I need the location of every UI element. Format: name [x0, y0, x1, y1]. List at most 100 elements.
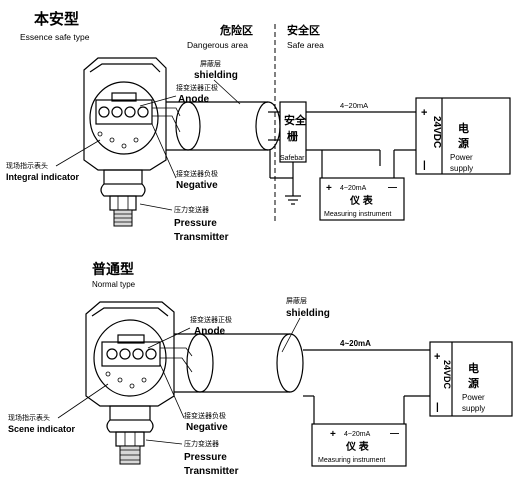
bottom-cable-end-left [186, 333, 214, 393]
top-transmitter [83, 57, 167, 227]
top-power-minus: | [423, 160, 426, 171]
top-meter-box [319, 177, 405, 221]
top-anode-cn: 接变送器正极 [176, 83, 218, 92]
top-anode-leader [139, 95, 177, 107]
bottom-negative-leader [159, 363, 185, 419]
bottom-anode-cn: 接变送器正极 [190, 315, 232, 324]
bottom-power-minus: | [436, 402, 439, 413]
top-screw-a [97, 131, 103, 137]
bottom-negative-cn: 接变送器负极 [184, 411, 226, 420]
top-title-cn: 本安型 [34, 10, 79, 28]
top-power-voltage: 24VDC [431, 116, 442, 148]
bottom-terminal-3 [132, 348, 144, 360]
danger-zone-en: Dangerous area [187, 40, 248, 50]
bottom-negative-en: Negative [186, 422, 228, 433]
bottom-meter-en: Measuring instrument [318, 457, 385, 464]
top-wire-pos [152, 107, 181, 117]
top-transmitter-neck [103, 169, 143, 185]
bottom-transmitter-leader [145, 439, 183, 445]
bottom-shield-leader [281, 317, 301, 353]
bottom-current-label: 4~20mA [340, 339, 371, 348]
top-meter-minus: — [388, 182, 397, 192]
bottom-screw-b [117, 377, 123, 383]
bottom-meter-plus: + [330, 429, 336, 440]
safebar-cn2: 栅 [287, 129, 298, 143]
bottom-terminal-4 [145, 348, 157, 360]
bottom-meter-minus: — [390, 428, 399, 438]
bottom-indicator-leader [57, 383, 109, 419]
bottom-indicator-cn: 现场指示表头 [8, 413, 50, 422]
bottom-power-en1: Power [462, 393, 485, 402]
bottom-meter-current: 4~20mA [344, 431, 371, 438]
bottom-meter: + 4~20mA — 仪 表 Measuring instrument [311, 423, 407, 467]
top-cable [152, 101, 281, 151]
bottom-title-en: Normal type [92, 280, 136, 289]
safebar-box [279, 101, 307, 163]
top-meter-en: Measuring instrument [324, 211, 391, 218]
bottom-indicator-en: Scene indicator [8, 424, 76, 434]
bottom-housing-rim [91, 307, 169, 317]
top-shield-leader [213, 79, 241, 105]
top-transmitter-housing [83, 57, 167, 171]
top-power-plus: + [421, 107, 427, 119]
top-anode-en: Anode [178, 94, 210, 105]
bottom-power-en2: supply [462, 404, 485, 413]
top-transmitter-en2: Transmitter [174, 232, 229, 243]
bottom-shield-cn: 屏蔽层 [286, 296, 307, 305]
bottom-power-supply: + 24VDC | 电 源 Power supply [429, 341, 513, 417]
top-indicator-cn: 现场指示表头 [6, 161, 48, 170]
top-terminal-3 [124, 106, 136, 118]
bottom-transmitter-nut [115, 431, 145, 447]
bottom-power-plus: + [434, 351, 440, 363]
bottom-power-box [429, 341, 513, 417]
top-screw-b [109, 137, 115, 143]
bottom-terminal-block [101, 341, 161, 367]
bottom-transmitter [85, 301, 175, 465]
top-meter-plus: + [326, 183, 332, 194]
bottom-power-cn1: 电 [468, 361, 479, 375]
top-meter: + 4~20mA — 仪 表 Measuring instrument [319, 177, 405, 221]
safebar-en: Safebar [280, 155, 305, 162]
top-shield-en: shielding [194, 70, 238, 81]
top-indicator-en: Integral indicator [6, 172, 80, 182]
top-terminal-block [95, 99, 153, 125]
top-wire-neg [152, 115, 181, 133]
bottom-meter-cn: 仪 表 [345, 440, 370, 453]
bottom-transmitter-en2: Transmitter [184, 466, 239, 477]
bottom-section: 普通型 Normal type [8, 261, 513, 477]
top-cable-end-right [255, 101, 281, 151]
top-transmitter-en1: Pressure [174, 218, 217, 229]
bottom-anode-leader [147, 327, 191, 349]
bottom-transmitter-cn: 压力变送器 [184, 439, 219, 448]
bottom-terminal-cover [117, 334, 145, 344]
top-shield-cn: 屏蔽层 [200, 59, 221, 68]
top-housing-circle [89, 81, 159, 155]
bottom-screw-c [129, 383, 135, 389]
top-power-cn2: 源 [458, 136, 469, 150]
bottom-anode-en: Anode [194, 326, 226, 337]
bottom-transmitter-collar [106, 419, 154, 433]
top-negative-leader [151, 123, 177, 179]
bottom-shield-en: shielding [286, 308, 330, 319]
top-power-en1: Power [450, 153, 473, 162]
top-indicator-leader [55, 139, 101, 167]
danger-zone-cn: 危险区 [219, 23, 253, 37]
top-cable-end-left [175, 101, 201, 151]
top-terminal-4 [137, 106, 149, 118]
top-transmitter-leader [139, 203, 173, 211]
top-transmitter-nut [109, 195, 137, 211]
safebar: 安全 栅 Safebar [279, 101, 307, 163]
bottom-power-voltage: 24VDC [442, 360, 452, 390]
top-title-en: Essence safe type [20, 32, 90, 42]
top-power-en2: supply [450, 164, 473, 173]
bottom-terminal-1 [106, 348, 118, 360]
bottom-wire-pos [160, 347, 193, 357]
bottom-transmitter-en1: Pressure [184, 452, 227, 463]
bottom-wire-neg [160, 357, 193, 373]
top-negative-cn: 接变送器负极 [176, 169, 218, 178]
top-power-box [415, 97, 511, 175]
top-section: 本安型 Essence safe type 危险区 Dangerous area… [6, 10, 511, 243]
bottom-transmitter-neck [109, 405, 151, 421]
